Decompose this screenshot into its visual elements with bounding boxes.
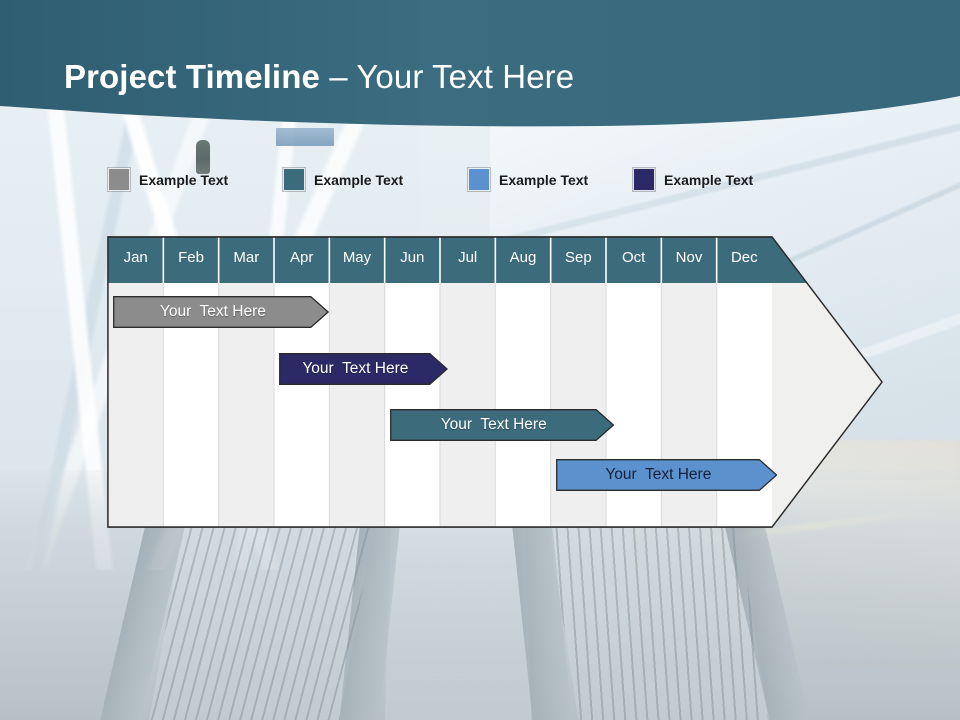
escalator-center-floor bbox=[384, 525, 532, 720]
task-bar-2[interactable]: Your Text Here bbox=[279, 353, 448, 385]
color-swatch-icon-2 bbox=[283, 168, 305, 191]
legend-item-4[interactable]: Example Text bbox=[633, 168, 753, 191]
page-title-regular: Your Text Here bbox=[356, 58, 575, 95]
page-title: Project Timeline – Your Text Here bbox=[64, 58, 574, 96]
color-swatch-icon-3 bbox=[468, 168, 490, 191]
overhead-sign-decor bbox=[276, 128, 334, 146]
legend: Example Text Example Text Example Text E… bbox=[108, 168, 848, 196]
person-silhouette-decor bbox=[196, 140, 210, 174]
task-bar-3[interactable]: Your Text Here bbox=[389, 409, 614, 441]
legend-label-4: Example Text bbox=[664, 171, 754, 188]
color-swatch-icon-4 bbox=[633, 168, 655, 191]
legend-item-3[interactable]: Example Text bbox=[468, 168, 588, 191]
legend-label-3: Example Text bbox=[499, 171, 589, 188]
color-swatch-icon-1 bbox=[108, 168, 130, 191]
page-title-separator: – bbox=[319, 58, 357, 95]
title-band bbox=[0, 0, 960, 150]
legend-label-1: Example Text bbox=[139, 171, 229, 188]
legend-label-2: Example Text bbox=[314, 171, 404, 188]
page-title-bold: Project Timeline bbox=[64, 58, 320, 95]
legend-item-2[interactable]: Example Text bbox=[283, 168, 403, 191]
task-bar-1[interactable]: Your Text Here bbox=[113, 296, 329, 328]
legend-item-1[interactable]: Example Text bbox=[108, 168, 228, 191]
task-bar-4[interactable]: Your Text Here bbox=[555, 459, 777, 491]
